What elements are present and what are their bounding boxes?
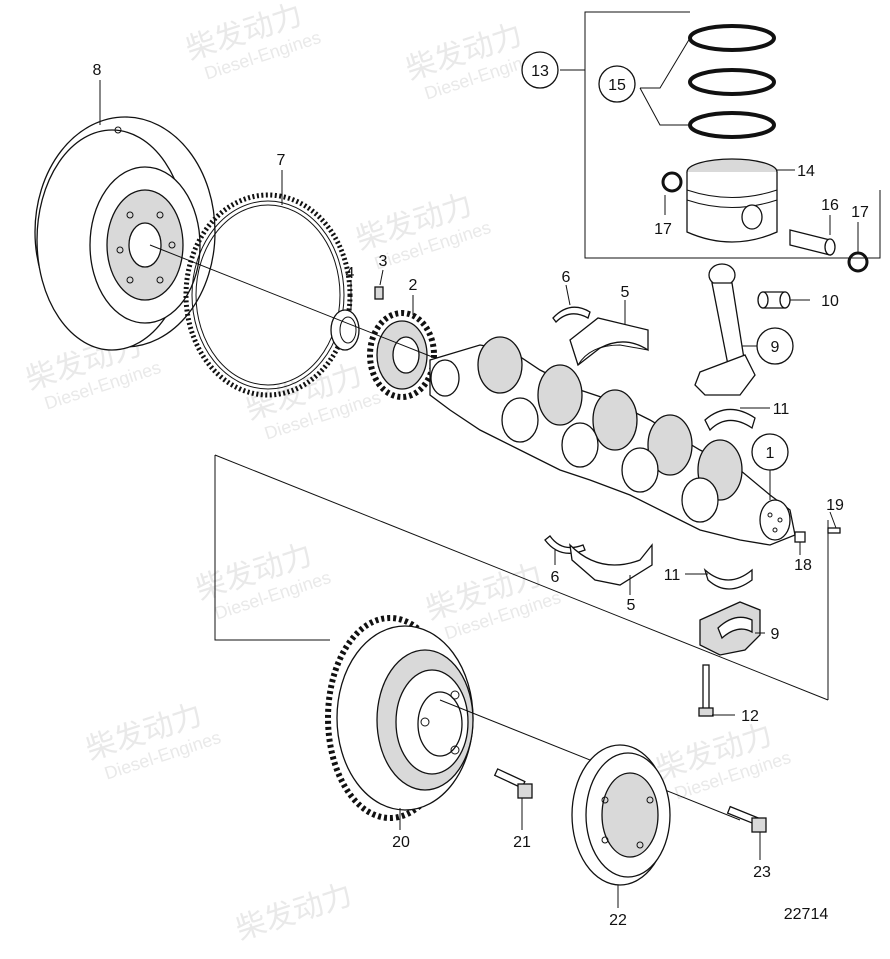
piston-group-frame [584,11,881,259]
part-4-seal [330,309,360,351]
group-frames [214,11,881,701]
part-5-main-bearing-upper [569,317,649,367]
callout-9-lower: 9 [771,626,780,643]
part-17-circlip-right [847,251,869,273]
part-17-circlip-left [661,171,683,193]
callout-15: 15 [608,77,626,94]
callout-11-upper: 11 [773,401,790,418]
part-9-rod-cap [699,601,761,656]
part-6-thrust-washer-upper [552,306,591,323]
callout-3: 3 [379,253,388,270]
callout-circle-15 [598,65,636,103]
callout-17-left: 17 [654,221,672,238]
callout-19: 19 [826,497,844,514]
callout-circles [521,51,794,471]
part-11-rod-bearing-lower [703,568,753,590]
part-19-pin [827,527,841,534]
callout-12: 12 [741,708,759,725]
callout-5-upper: 5 [621,284,630,301]
part-6-thrust-washer-lower [544,535,586,554]
pulley-group-frame-left [214,455,330,641]
callout-21: 21 [513,834,531,851]
callout-1: 1 [766,445,775,462]
callout-23: 23 [753,864,771,881]
part-21-bolt [493,768,533,799]
callout-16: 16 [821,197,839,214]
callout-14: 14 [797,163,815,180]
callout-labels: 8 7 4 3 2 6 5 13 15 14 17 16 17 10 9 11 … [93,62,869,929]
part-2-crank-gear [367,310,437,400]
part-9-connecting-rod [694,263,756,396]
part-3-key [374,286,384,300]
callout-circle-9 [756,327,794,365]
callout-10: 10 [821,293,839,310]
callout-17-right: 17 [851,204,869,221]
callout-8: 8 [93,62,102,79]
callout-4: 4 [346,265,355,282]
part-5-main-bearing-lower [569,543,653,586]
part-11-rod-bearing-upper [704,408,756,432]
watermark-cn: 柴发动力 [232,878,356,946]
part-14-piston [686,158,778,243]
part-16-piston-pin [789,229,836,256]
callout-20: 20 [392,834,410,851]
part-10-bushing [757,291,791,309]
callout-7: 7 [277,152,286,169]
part-23-bolt [726,805,767,833]
callout-5-lower: 5 [627,597,636,614]
callout-6-upper: 6 [562,269,571,286]
callout-11-lower: 11 [664,567,681,584]
callout-22: 22 [609,912,627,929]
pulley-group-frame-diag [214,454,829,701]
assembly-axis-line [149,244,441,361]
part-12-rod-bolt [698,664,714,717]
part-18-dowel [794,531,806,543]
callout-13: 13 [531,63,549,80]
callout-circle-1 [751,433,789,471]
part-7-ring-gear [183,192,353,398]
part-20-crank-pulley [325,615,474,821]
part-1-crankshaft [429,336,796,546]
diagram-reference-number: 22714 [784,906,829,923]
part-22-damper [571,744,671,886]
callout-18: 18 [794,557,812,574]
callout-2: 2 [409,277,418,294]
callout-circle-13 [521,51,559,89]
callout-6-lower: 6 [551,569,560,586]
leader-lines [99,37,859,908]
part-8-flywheel [34,116,216,351]
part-15-piston-rings [688,24,776,139]
callout-9-upper: 9 [771,339,780,356]
